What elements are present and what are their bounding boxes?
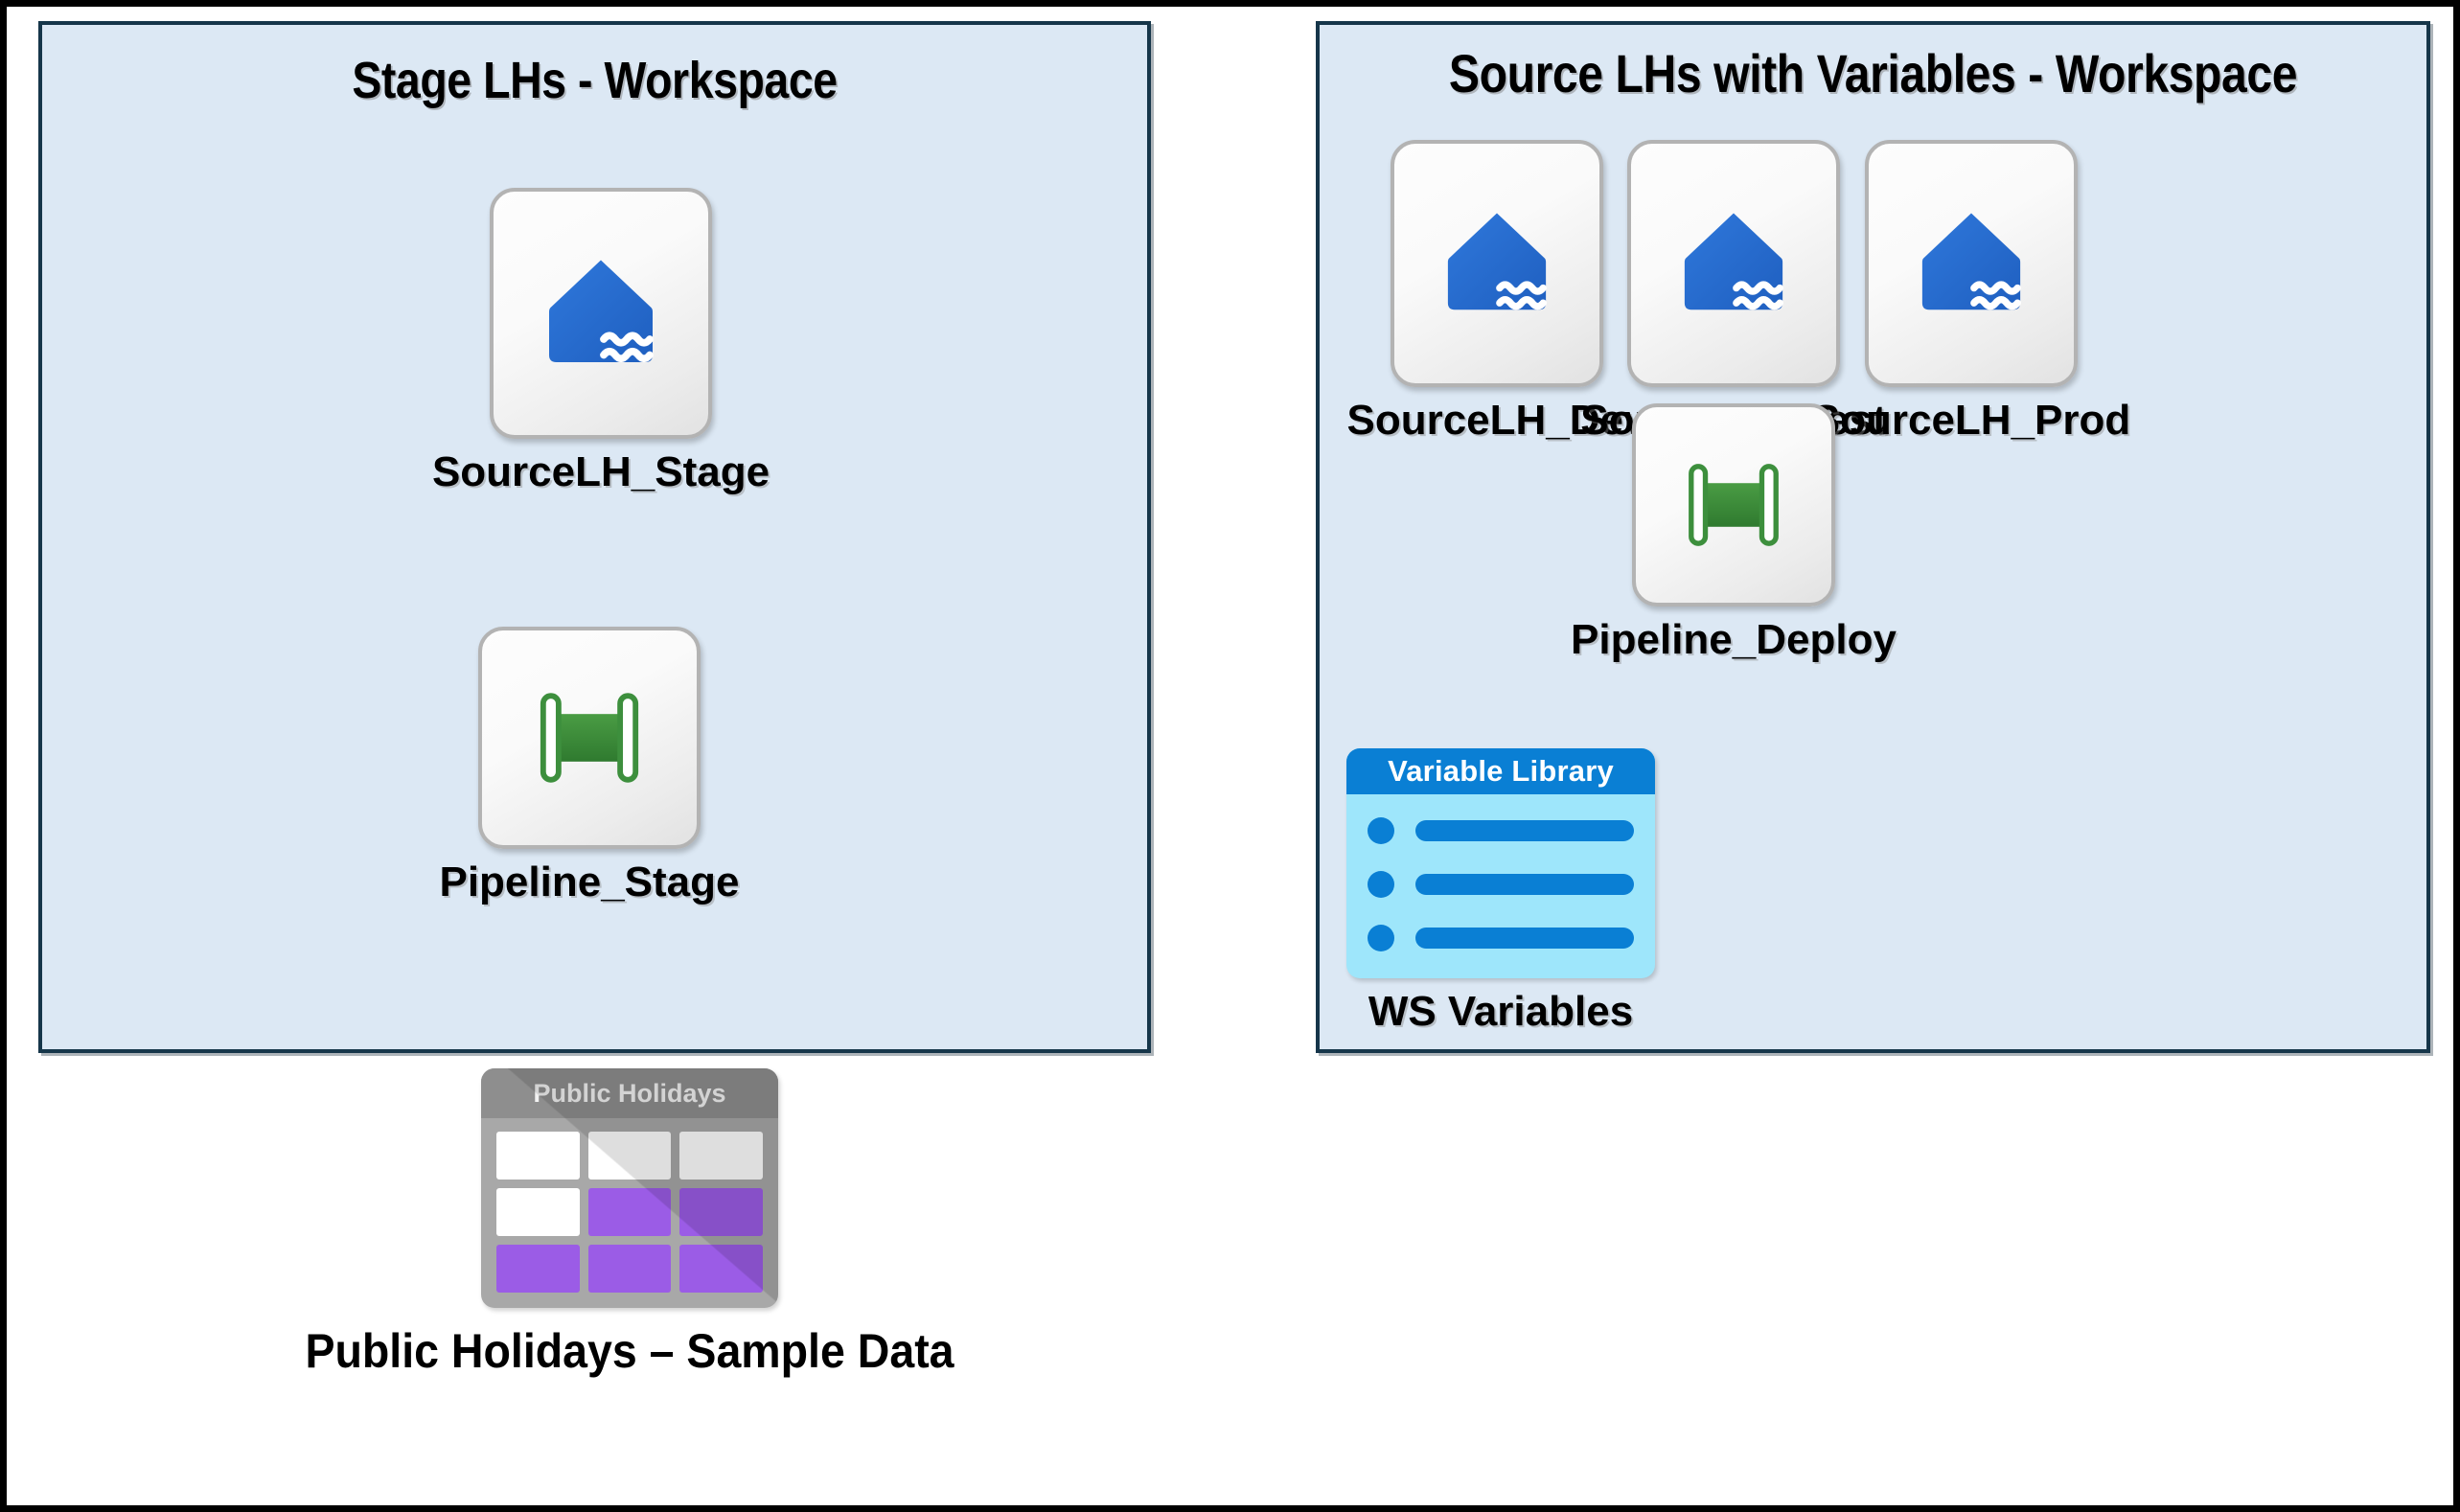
table-card-header-label: Public Holidays xyxy=(533,1078,726,1108)
sample-data-label: Public Holidays – Sample Data xyxy=(305,1324,954,1378)
table-cell xyxy=(496,1188,580,1236)
pipeline-tile[interactable] xyxy=(478,627,701,849)
lakehouse-icon xyxy=(1684,213,1783,310)
variable-bar xyxy=(1415,874,1634,895)
item-sourcelh-test[interactable]: SourceLH_Test xyxy=(1580,140,1887,445)
lakehouse-tile[interactable] xyxy=(1627,140,1840,387)
table-cell xyxy=(679,1188,763,1236)
variable-bar xyxy=(1415,928,1634,949)
item-public-holidays-sample-data[interactable]: Public Holidays Public Holidays – Sample… xyxy=(237,1068,1023,1379)
table-cell xyxy=(587,1245,672,1293)
workspace-title-stage: Stage LHs - Workspace xyxy=(352,52,838,109)
variable-row xyxy=(1368,925,1634,951)
variable-library-header: Variable Library xyxy=(1346,748,1655,794)
item-label: WS Variables xyxy=(1368,988,1634,1035)
item-label: Pipeline_Stage xyxy=(439,859,740,905)
variable-library-card[interactable]: Variable Library xyxy=(1346,748,1655,978)
pipeline-icon xyxy=(1689,464,1779,546)
table-cell xyxy=(496,1132,580,1180)
item-label: Pipeline_Deploy xyxy=(1571,616,1897,663)
table-cell xyxy=(587,1132,672,1180)
item-sourcelh-prod[interactable]: SourceLH_Prod xyxy=(1812,140,2130,445)
pipeline-tile[interactable] xyxy=(1632,403,1835,607)
lakehouse-tile[interactable] xyxy=(1865,140,2078,387)
pipeline-icon xyxy=(540,693,639,783)
lakehouse-tile[interactable] xyxy=(1391,140,1603,387)
lakehouse-tile[interactable] xyxy=(490,188,712,439)
public-holidays-table-card[interactable]: Public Holidays xyxy=(481,1068,778,1308)
variable-library-body xyxy=(1346,794,1655,951)
table-cell xyxy=(679,1245,763,1293)
variable-bar xyxy=(1415,820,1634,841)
bullet-icon xyxy=(1368,871,1394,898)
item-sourcelh-stage[interactable]: SourceLH_Stage xyxy=(313,188,888,496)
item-label: SourceLH_Stage xyxy=(431,448,770,495)
table-card-header: Public Holidays xyxy=(481,1068,778,1118)
item-pipeline-stage[interactable]: Pipeline_Stage xyxy=(302,627,877,906)
table-cell xyxy=(496,1245,580,1293)
item-pipeline-deploy[interactable]: Pipeline_Deploy xyxy=(1542,403,1925,664)
lakehouse-icon xyxy=(1921,213,2021,310)
variable-row xyxy=(1368,871,1634,898)
item-ws-variables[interactable]: Variable Library xyxy=(1343,748,1659,1036)
item-label: SourceLH_Prod xyxy=(1811,397,2131,444)
item-label: SourceLH_Dev xyxy=(1346,397,1647,444)
item-sourcelh-dev[interactable]: SourceLH_Dev xyxy=(1344,140,1650,445)
workspace-panel-source: Source LHs with Variables - Workspace So… xyxy=(1316,21,2430,1053)
table-cell xyxy=(587,1188,672,1236)
workspace-panel-stage: Stage LHs - Workspace xyxy=(38,21,1151,1053)
variable-row xyxy=(1368,817,1634,844)
lakehouse-icon xyxy=(1447,213,1547,310)
table-grid xyxy=(481,1118,778,1308)
bullet-icon xyxy=(1368,925,1394,951)
workspace-title-source: Source LHs with Variables - Workspace xyxy=(1448,43,2298,103)
variable-library-header-label: Variable Library xyxy=(1388,754,1614,788)
lakehouse-icon xyxy=(549,260,654,363)
bullet-icon xyxy=(1368,817,1394,844)
table-cell xyxy=(679,1132,763,1180)
